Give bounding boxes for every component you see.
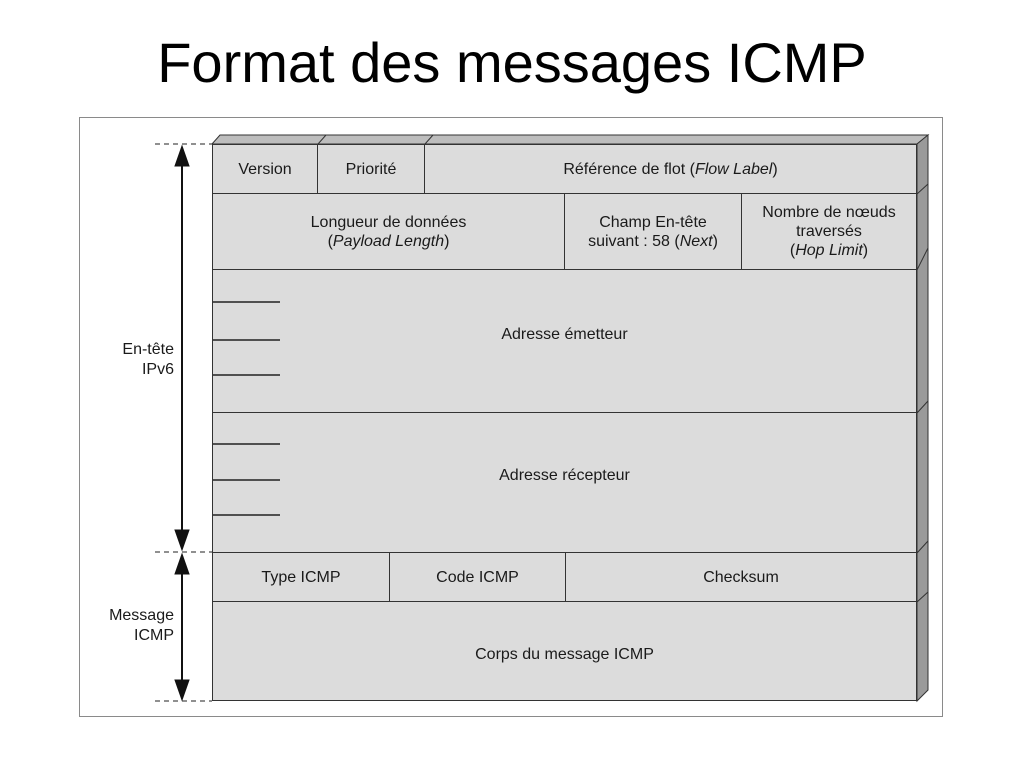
field-version-label: Version <box>238 160 292 178</box>
right-bevel-divider <box>916 247 929 271</box>
field-source-address: Adresse émetteur <box>212 269 917 413</box>
page-title: Format des messages ICMP <box>157 31 867 94</box>
dashed-guides <box>155 143 212 702</box>
top-bevel-divider <box>317 134 327 145</box>
field-checksum-label: Checksum <box>703 568 779 586</box>
field-priority-label: Priorité <box>345 160 397 178</box>
field-payload-length-label: Longueur de données(Payload Length) <box>310 213 467 250</box>
top-bevel-divider <box>424 134 434 145</box>
field-icmp-body: Corps du message ICMP <box>212 601 917 701</box>
field-destination-address-label: Adresse récepteur <box>499 467 630 484</box>
field-icmp-type-label: Type ICMP <box>261 568 341 586</box>
field-flow-label-label: Référence de flot (Flow Label) <box>563 160 778 178</box>
ipv6-bracket-arrow <box>174 144 190 552</box>
field-icmp-code-label: Code ICMP <box>436 568 519 586</box>
field-icmp-body-label: Corps du message ICMP <box>475 645 654 663</box>
right-bevel <box>916 133 929 703</box>
field-checksum: Checksum <box>565 552 917 602</box>
icmp-bracket-arrow <box>174 552 190 702</box>
address-ticks <box>213 301 280 516</box>
right-bevel-divider <box>916 540 929 554</box>
field-payload-length: Longueur de données(Payload Length) <box>212 193 565 270</box>
field-source-address-label: Adresse émetteur <box>501 325 628 343</box>
field-icmp-type: Type ICMP <box>212 552 390 602</box>
field-destination-address: Adresse récepteur <box>212 412 917 553</box>
right-bevel-divider <box>916 400 929 414</box>
right-bevel-divider <box>916 183 929 195</box>
right-bevel-divider <box>916 591 929 603</box>
